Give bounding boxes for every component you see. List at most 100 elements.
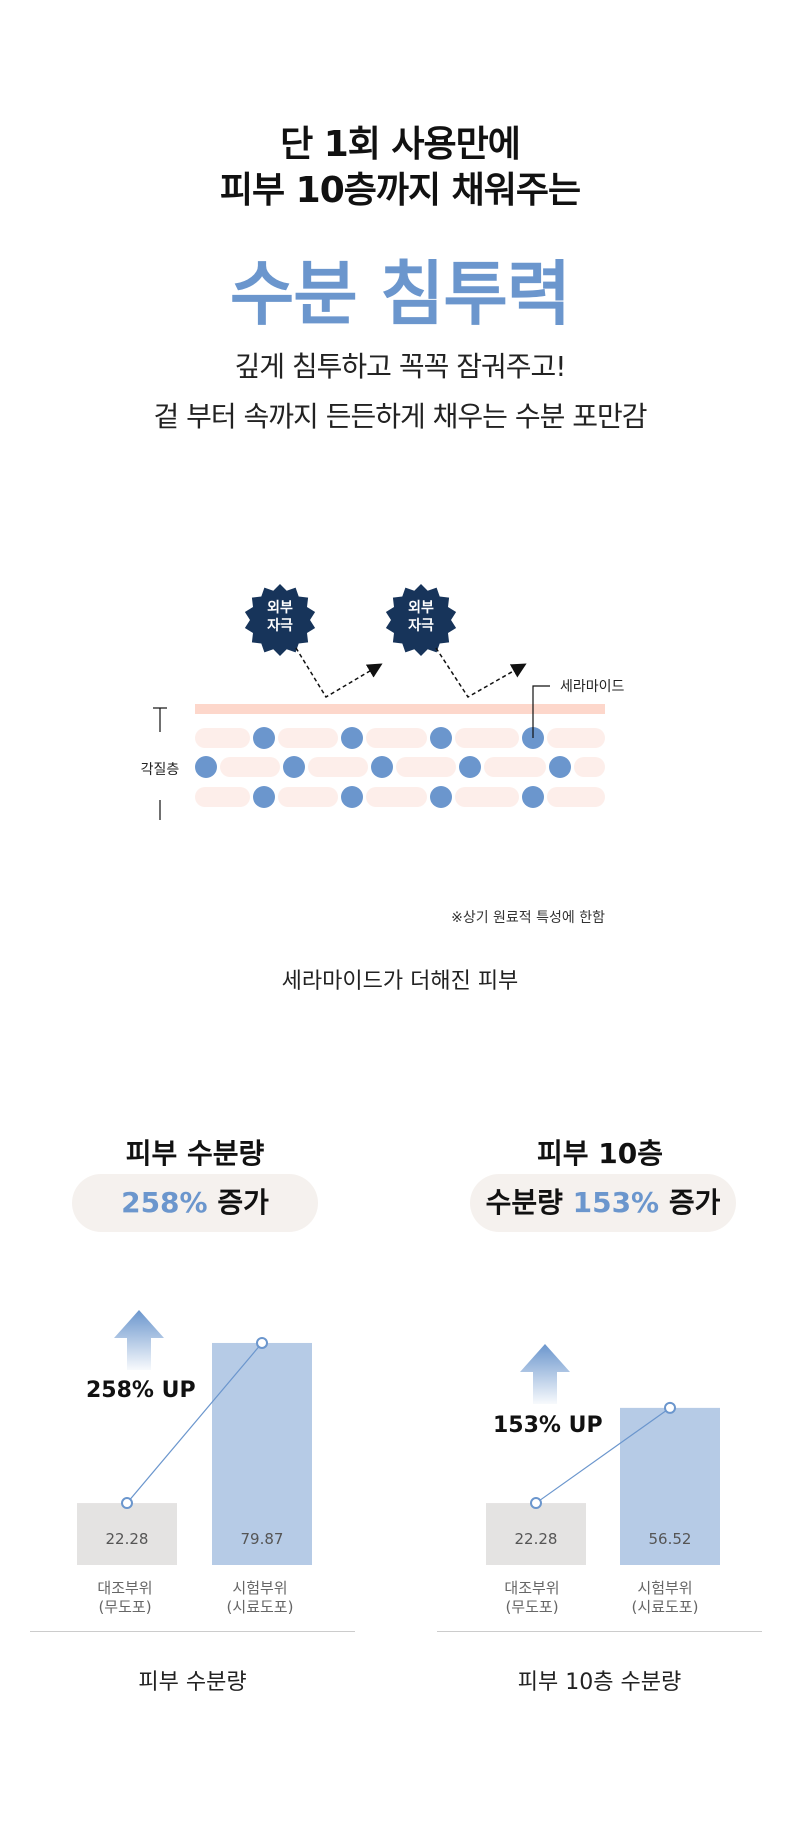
keratin-cell xyxy=(574,757,605,777)
trend-point xyxy=(256,1336,268,1349)
badge-text-3: 외부 xyxy=(408,599,434,616)
bar-test xyxy=(212,1342,312,1565)
panel-1-caption: 피부 수분량 xyxy=(138,1670,247,1695)
stratum-label: 각질층 xyxy=(141,762,180,778)
panel-2-chart xyxy=(486,1344,720,1565)
ceramide-dot xyxy=(283,756,305,778)
keratin-cell xyxy=(547,728,605,748)
headline: 단 1회 사용만에 피부 10층까지 채워주는 xyxy=(0,122,800,214)
panel-1-pill-post: 증가 xyxy=(207,1186,269,1219)
deflect-arrow-1 xyxy=(295,647,383,699)
keratin-cell xyxy=(278,787,338,807)
panel-1-bar-label-test: 시험부위 (시료도포) xyxy=(210,1579,310,1617)
ceramide-dot xyxy=(522,786,544,808)
panel-2-pill-pre: 수분량 xyxy=(485,1186,573,1219)
keratin-cell xyxy=(396,757,456,777)
panel-2-bar-value-control: 22.28 xyxy=(514,1530,558,1548)
panel-2-caption: 피부 10층 수분량 xyxy=(517,1670,682,1695)
bar-test xyxy=(620,1407,720,1565)
badge-text-2: 자극 xyxy=(267,618,293,634)
panel-2-up-label: 153% UP xyxy=(493,1413,603,1438)
panel-2-bar-label-control: 대조부위 (무도포) xyxy=(482,1579,582,1617)
panel-2-title: 피부 10층 xyxy=(537,1137,663,1170)
surface-band xyxy=(195,704,605,714)
panel-2-divider xyxy=(437,1631,762,1632)
badge-text-4: 자극 xyxy=(408,618,434,634)
keratin-cell xyxy=(278,728,338,748)
up-arrow-icon xyxy=(114,1310,164,1370)
keratin-cell xyxy=(195,787,250,807)
subtitle: 깊게 침투하고 꼭꼭 잠궈주고! 겉 부터 속까지 든든하게 채우는 수분 포만… xyxy=(0,342,800,442)
keratin-cell xyxy=(547,787,605,807)
trend-point xyxy=(664,1401,676,1414)
ceramide-dot xyxy=(341,786,363,808)
panel-2-pill-highlight: 153% xyxy=(572,1186,660,1219)
keratin-cell xyxy=(220,757,280,777)
keratin-cell xyxy=(484,757,546,777)
up-arrow-icon xyxy=(520,1344,570,1404)
starburst-icon xyxy=(385,584,457,656)
panel-1-bar-label-test-1: 시험부위 xyxy=(232,1579,288,1597)
panel-2-bar-value-test: 56.52 xyxy=(648,1530,692,1548)
trend-point xyxy=(121,1497,133,1510)
ceramide-dot xyxy=(430,727,452,749)
trend-line xyxy=(126,1342,263,1504)
ceramide-dot xyxy=(253,727,275,749)
hero-title: 수분 침투력 xyxy=(229,253,571,335)
ceramide-dot xyxy=(459,756,481,778)
panel-2-pill-post: 증가 xyxy=(659,1186,721,1219)
keratin-cell xyxy=(455,787,519,807)
ceramide-dot xyxy=(341,727,363,749)
trend-point xyxy=(530,1497,542,1510)
skin-layer-diagram: 외부 자극 외부 자극 세라마이드 각질층 수분 xyxy=(141,584,625,820)
starburst-icon xyxy=(244,584,316,656)
panel-2-bar-label-control-2: (무도포) xyxy=(505,1598,559,1616)
panel-1-up-label: 258% UP xyxy=(86,1378,196,1403)
keratin-cell xyxy=(308,757,368,777)
irritant-badge-2: 외부 자극 xyxy=(385,584,457,656)
ceramide-dot xyxy=(549,756,571,778)
panel-1-bar-label-test-2: (시료도포) xyxy=(226,1598,294,1616)
panel-1-divider xyxy=(30,1631,355,1632)
panel-2-bar-label-control-1: 대조부위 xyxy=(504,1579,560,1597)
bar-control xyxy=(486,1503,586,1565)
ceramide-label: 세라마이드 xyxy=(560,679,625,695)
headline-line-2: 피부 10층까지 채워주는 xyxy=(219,170,581,211)
keratin-cell xyxy=(366,787,427,807)
panel-1-bar-value-control: 22.28 xyxy=(105,1530,149,1548)
panel-2-bar-label-test: 시험부위 (시료도포) xyxy=(615,1579,715,1617)
panel-1-pill: 258% 증가 xyxy=(72,1174,318,1232)
deflect-arrow-2 xyxy=(435,647,527,699)
keratin-cell xyxy=(195,728,250,748)
panel-2-pill: 수분량 153% 증가 xyxy=(470,1174,736,1232)
trend-line xyxy=(535,1407,671,1504)
ceramide-dot xyxy=(430,786,452,808)
irritant-badge-1: 외부 자극 xyxy=(244,584,316,656)
ceramide-pointer xyxy=(532,685,550,738)
subtitle-line-2: 겉 부터 속까지 든든하게 채우는 수분 포만감 xyxy=(153,400,647,433)
keratin-cell xyxy=(455,728,519,748)
ceramide-dot xyxy=(195,756,217,778)
panel-1-bar-label-control-2: (무도포) xyxy=(98,1598,152,1616)
panel-1-bar-label-control-1: 대조부위 xyxy=(97,1579,153,1597)
stratum-row-2 xyxy=(195,756,605,778)
keratin-cell xyxy=(366,728,427,748)
panel-2-bar-label-test-1: 시험부위 xyxy=(637,1579,693,1597)
bar-control xyxy=(77,1503,177,1565)
panel-1-bar-label-control: 대조부위 (무도포) xyxy=(75,1579,175,1617)
panel-1-pill-highlight: 258% xyxy=(121,1186,208,1219)
badge-text-1: 외부 xyxy=(267,599,293,616)
diagram-note: ※상기 원료적 특성에 한함 xyxy=(451,910,605,926)
panel-1-bar-value-test: 79.87 xyxy=(240,1530,284,1548)
panel-1-chart xyxy=(77,1310,312,1565)
subtitle-line-1: 깊게 침투하고 꼭꼭 잠궈주고! xyxy=(234,350,566,383)
diagram-caption: 세라마이드가 더해진 피부 xyxy=(281,969,519,994)
panel-2-bar-label-test-2: (시료도포) xyxy=(631,1598,699,1616)
stratum-row-1 xyxy=(195,727,605,749)
ceramide-dot xyxy=(371,756,393,778)
panel-1-title: 피부 수분량 xyxy=(125,1137,265,1170)
stratum-row-3 xyxy=(195,786,605,808)
headline-line-1: 단 1회 사용만에 xyxy=(280,124,521,165)
bar-charts xyxy=(77,1310,720,1565)
ceramide-dot xyxy=(253,786,275,808)
